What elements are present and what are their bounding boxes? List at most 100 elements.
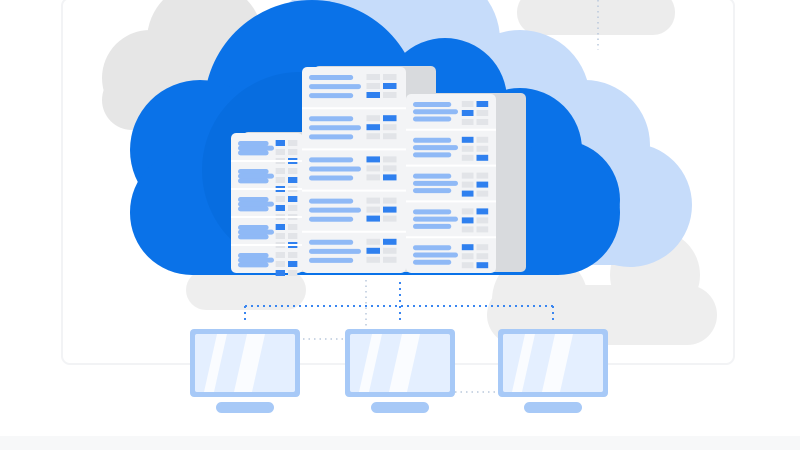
monitor-glare	[512, 334, 535, 392]
server-indicator	[476, 136, 489, 143]
server-indicator	[275, 233, 285, 239]
server-status-bar	[413, 137, 452, 143]
server-indicator	[383, 92, 397, 98]
server-indicator	[383, 165, 397, 172]
client-monitor	[498, 329, 608, 413]
server-indicator	[366, 256, 380, 263]
server-indicator	[288, 252, 298, 258]
server-racks	[231, 66, 526, 276]
server-indicator	[476, 244, 489, 251]
server-unit	[302, 230, 406, 263]
server-indicator	[383, 197, 397, 204]
server-indicator	[461, 136, 474, 143]
server-rack	[406, 93, 526, 273]
server-indicator	[366, 156, 380, 163]
grey-cloud-top-right	[517, 0, 675, 35]
server-indicator	[383, 238, 397, 245]
server-status-bar	[413, 109, 458, 115]
server-status-bar	[238, 206, 269, 212]
server-unit	[309, 74, 397, 99]
server-status-bar	[309, 75, 354, 80]
monitor-glare	[389, 334, 420, 392]
monitor-glare	[542, 334, 573, 392]
server-status-bar	[309, 239, 354, 245]
server-status-bar	[238, 173, 274, 179]
server-indicator	[383, 74, 397, 80]
monitor-stand	[524, 402, 582, 413]
server-status-bar	[309, 257, 354, 263]
server-indicator	[383, 156, 397, 163]
server-unit	[406, 164, 496, 197]
server-status-bar	[238, 225, 269, 230]
server-indicator	[366, 247, 380, 254]
server-indicator	[288, 261, 298, 267]
server-indicator	[366, 83, 380, 89]
server-status-bar	[309, 134, 354, 140]
server-status-bar	[238, 257, 274, 263]
server-indicator	[383, 256, 397, 263]
faint-connectors	[303, 0, 599, 393]
server-indicator	[288, 205, 298, 211]
server-indicator	[275, 140, 285, 146]
server-indicator	[288, 149, 298, 155]
server-status-bar	[238, 141, 269, 146]
server-indicator	[476, 217, 489, 224]
server-status-bar	[238, 201, 274, 207]
server-status-bar	[413, 145, 458, 151]
server-status-bar	[309, 207, 361, 213]
server-indicator	[461, 101, 474, 107]
server-status-bar	[413, 209, 452, 215]
monitor-glare	[359, 334, 382, 392]
bottom-strip	[0, 436, 800, 450]
server-indicator	[476, 226, 489, 233]
server-indicator	[288, 270, 298, 276]
server-indicator	[476, 253, 489, 260]
server-indicator	[476, 181, 489, 188]
server-status-bar	[309, 198, 354, 204]
server-status-bar	[413, 259, 452, 265]
server-status-bar	[238, 229, 274, 235]
server-status-bar	[238, 197, 269, 202]
server-unit	[231, 244, 303, 276]
server-indicator	[461, 253, 474, 260]
server-indicator	[461, 226, 474, 233]
server-unit	[302, 148, 406, 181]
server-status-bar	[413, 102, 452, 107]
server-status-bar	[413, 216, 458, 222]
server-indicator	[275, 270, 285, 276]
server-indicator	[476, 190, 489, 197]
server-status-bar	[238, 169, 269, 174]
server-indicator	[383, 133, 397, 140]
server-status-bar	[238, 262, 269, 268]
server-status-bar	[238, 253, 269, 258]
server-status-bar	[238, 145, 274, 151]
server-status-bar	[413, 152, 452, 158]
server-indicator	[461, 154, 474, 161]
monitor-glare	[234, 334, 265, 392]
server-indicator	[461, 181, 474, 188]
monitor-stand	[216, 402, 274, 413]
server-indicator	[383, 124, 397, 131]
server-indicator	[288, 140, 298, 146]
server-unit	[406, 200, 496, 233]
server-indicator	[461, 190, 474, 197]
server-indicator	[366, 206, 380, 213]
server-indicator	[366, 238, 380, 245]
server-indicator	[288, 196, 298, 202]
server-indicator	[476, 101, 489, 107]
client-monitor	[345, 329, 455, 413]
server-rack	[302, 66, 436, 273]
server-indicator	[476, 262, 489, 269]
server-unit	[413, 101, 489, 125]
server-unit	[302, 107, 406, 140]
server-status-bar	[309, 216, 354, 222]
server-unit	[406, 128, 496, 161]
server-indicator	[366, 165, 380, 172]
server-indicator	[476, 145, 489, 152]
server-status-bar	[309, 157, 354, 163]
server-status-bar	[238, 234, 269, 240]
server-indicator	[275, 252, 285, 258]
server-indicator	[275, 168, 285, 174]
